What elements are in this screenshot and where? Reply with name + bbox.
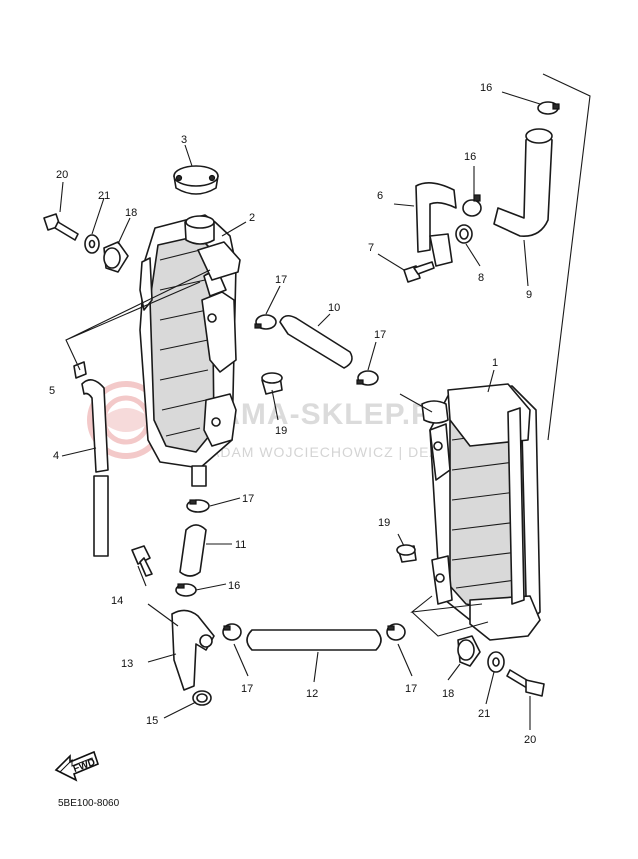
clamp-16-a[interactable] xyxy=(537,101,560,115)
o-ring-15[interactable] xyxy=(192,690,212,706)
right-radiator[interactable] xyxy=(421,383,541,641)
fitting-7[interactable] xyxy=(429,233,453,267)
clamp-16-c[interactable] xyxy=(175,583,197,597)
callout-17-a: 17 xyxy=(275,274,287,286)
callout-16-c: 16 xyxy=(228,580,240,592)
callout-19-right: 19 xyxy=(378,517,390,529)
thermostat-hose[interactable] xyxy=(415,182,457,253)
callout-13: 13 xyxy=(121,658,133,670)
callout-12: 12 xyxy=(306,688,318,700)
callout-10: 10 xyxy=(328,302,340,314)
callout-16-a: 16 xyxy=(480,82,492,94)
callout-9: 9 xyxy=(526,289,532,301)
callout-19-left: 19 xyxy=(275,425,287,437)
left-radiator[interactable] xyxy=(139,214,241,487)
clamp-17-c[interactable] xyxy=(186,499,210,513)
damper-right[interactable] xyxy=(396,544,417,563)
callout-4: 4 xyxy=(53,450,59,462)
watermark-brand: YAMA-SKLEP.PL xyxy=(200,398,451,431)
callout-17-b: 17 xyxy=(374,329,386,341)
callout-16-b: 16 xyxy=(464,151,476,163)
radiator-cap[interactable] xyxy=(173,165,219,195)
bolt-14[interactable] xyxy=(131,545,153,577)
grommet-left[interactable] xyxy=(103,241,129,273)
clamp-17-a[interactable] xyxy=(254,314,277,330)
callout-20-left: 20 xyxy=(56,169,68,181)
clamp-17-d[interactable] xyxy=(222,623,242,641)
callout-20-right: 20 xyxy=(524,734,536,746)
callout-17-e: 17 xyxy=(405,683,417,695)
callout-11: 11 xyxy=(235,539,246,551)
callout-18-left: 18 xyxy=(125,207,137,219)
o-ring-8[interactable] xyxy=(455,224,473,244)
radiator-hose-lower[interactable] xyxy=(246,629,382,651)
clamp-16-b[interactable] xyxy=(462,194,482,217)
callout-5: 5 xyxy=(49,385,55,397)
bolt-right[interactable] xyxy=(506,669,545,697)
callouts: 3 2 20 21 18 5 4 17 10 17 19 17 11 16 14… xyxy=(49,82,536,746)
upper-return-hose[interactable] xyxy=(493,128,553,237)
washer-right[interactable] xyxy=(487,651,505,673)
water-pipe-joint[interactable] xyxy=(171,609,215,691)
leader-lines xyxy=(59,73,591,730)
radiator-hose-upper[interactable] xyxy=(279,314,353,369)
bolt-left[interactable] xyxy=(43,213,79,241)
callout-2: 2 xyxy=(249,212,255,224)
damper-left[interactable] xyxy=(261,372,283,395)
clamp-17-e[interactable] xyxy=(386,623,406,641)
callout-17-c: 17 xyxy=(242,493,254,505)
overflow-hose[interactable] xyxy=(81,379,109,557)
callout-1: 1 xyxy=(492,357,498,369)
callout-6: 6 xyxy=(377,190,383,202)
callout-18-right: 18 xyxy=(442,688,454,700)
washer-left[interactable] xyxy=(84,234,100,254)
callout-7: 7 xyxy=(368,242,374,254)
callout-8: 8 xyxy=(478,272,484,284)
callout-21-left: 21 xyxy=(98,190,110,202)
callout-17-d: 17 xyxy=(241,683,253,695)
grommet-right[interactable] xyxy=(457,635,481,667)
callout-14: 14 xyxy=(111,595,123,607)
callout-15: 15 xyxy=(146,715,158,727)
clamp-17-b[interactable] xyxy=(356,370,379,386)
callout-21-right: 21 xyxy=(478,708,490,720)
fwd-arrow-icon: FWD xyxy=(54,750,99,782)
callout-3: 3 xyxy=(181,134,187,146)
bolt-7[interactable] xyxy=(403,261,435,283)
pump-hose[interactable] xyxy=(179,524,207,577)
diagram-code: 5BE100-8060 xyxy=(58,798,120,809)
